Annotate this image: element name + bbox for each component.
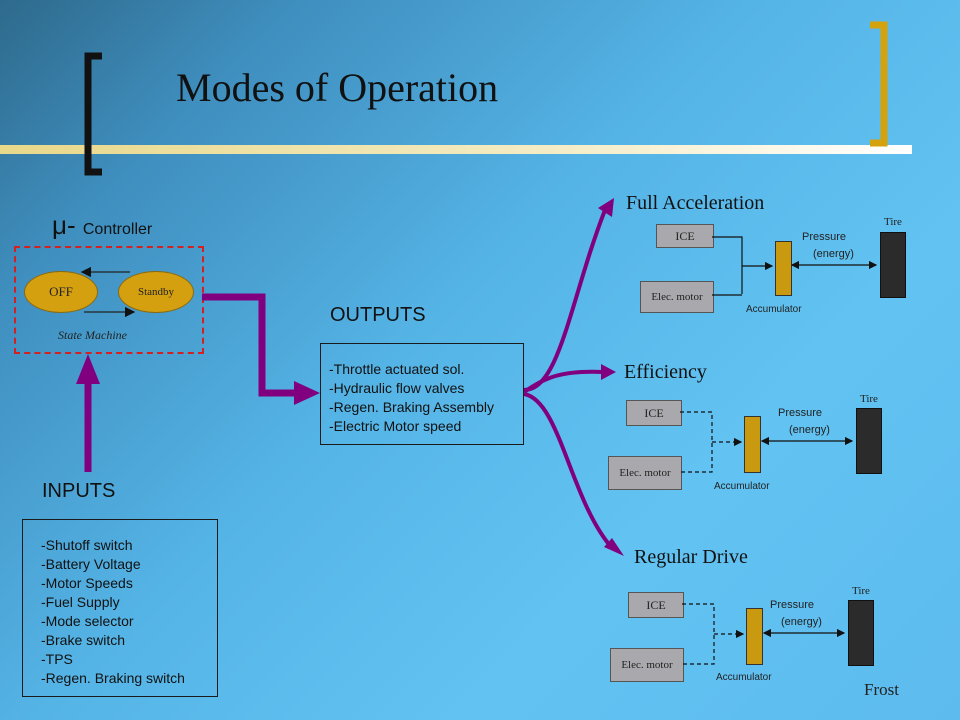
energy-label: (energy): [789, 424, 830, 436]
mode-title-full-acceleration: Full Acceleration: [626, 192, 765, 214]
input-item: -TPS: [41, 651, 73, 667]
arrowhead-efficiency: [601, 364, 616, 380]
energy-label: (energy): [813, 248, 854, 260]
elec-motor-box: Elec. motor: [640, 281, 714, 313]
tire-label: Tire: [884, 216, 902, 228]
tire-block: [856, 408, 882, 474]
ice-label: ICE: [675, 228, 695, 243]
ice-box: ICE: [626, 400, 682, 426]
outputs-box: -Throttle actuated sol. -Hydraulic flow …: [320, 343, 524, 445]
state-machine-caption: State Machine: [58, 328, 127, 342]
outputs-list: -Throttle actuated sol. -Hydraulic flow …: [329, 360, 494, 436]
inputs-list: -Shutoff switch -Battery Voltage -Motor …: [41, 536, 185, 688]
tire-block: [880, 232, 906, 298]
ice-box: ICE: [656, 224, 714, 248]
mode-title-regular-drive: Regular Drive: [634, 546, 748, 568]
tire-label: Tire: [860, 393, 878, 405]
elec-motor-label: Elec. motor: [619, 467, 671, 479]
standby-state: Standby: [118, 271, 194, 313]
output-item: -Hydraulic flow valves: [329, 380, 465, 396]
input-item: -Battery Voltage: [41, 556, 141, 572]
accumulator-label: Accumulator: [746, 304, 802, 315]
inputs-up-arrowhead: [76, 354, 100, 384]
pressure-label: Pressure: [770, 599, 815, 611]
standby-state-label: Standby: [137, 286, 175, 298]
elec-motor-box: Elec. motor: [608, 456, 682, 490]
elec-motor-box: Elec. motor: [610, 648, 684, 682]
input-item: -Regen. Braking switch: [41, 670, 185, 686]
tire-label: Tire: [852, 585, 870, 597]
off-state: OFF: [24, 271, 98, 313]
ice-label: ICE: [646, 597, 666, 612]
arrow-to-regular-drive: [523, 392, 614, 550]
ice-label: ICE: [644, 405, 664, 420]
controller-to-outputs-arrow: [202, 293, 298, 397]
elec-motor-label: Elec. motor: [651, 291, 703, 303]
ice-box: ICE: [628, 592, 684, 618]
output-item: -Regen. Braking Assembly: [329, 399, 494, 415]
outputs-heading: OUTPUTS: [330, 304, 426, 326]
controller-text: Controller: [82, 221, 153, 238]
footer-author: Frost: [864, 680, 899, 699]
arrowhead-full-acceleration: [598, 198, 614, 217]
controller-label: μ- Controller: [52, 210, 152, 241]
arrow-to-efficiency: [522, 369, 605, 394]
left-bracket: [84, 52, 102, 176]
input-item: -Fuel Supply: [41, 594, 120, 610]
input-item: -Shutoff switch: [41, 537, 133, 553]
inputs-box: -Shutoff switch -Battery Voltage -Motor …: [22, 519, 218, 697]
controller-to-outputs-arrowhead: [294, 381, 320, 405]
input-item: -Motor Speeds: [41, 575, 133, 591]
full-acceleration-lines: [712, 236, 878, 296]
right-bracket: [870, 21, 888, 147]
elec-motor-label: Elec. motor: [621, 659, 673, 671]
mode-title-efficiency: Efficiency: [624, 361, 707, 383]
accumulator-bar: [746, 608, 763, 665]
tire-block: [848, 600, 874, 666]
regular-drive-lines: [682, 603, 745, 665]
efficiency-lines: [680, 411, 743, 473]
input-item: -Mode selector: [41, 613, 134, 629]
arrowhead-regular-drive: [604, 538, 624, 556]
input-item: -Brake switch: [41, 632, 126, 648]
accumulator-label: Accumulator: [714, 481, 770, 492]
accumulator-bar: [744, 416, 761, 473]
title-underline-bar: [0, 145, 912, 154]
pressure-label: Pressure: [802, 231, 847, 243]
accumulator-label: Accumulator: [716, 672, 772, 683]
energy-label: (energy): [781, 616, 822, 628]
mu-symbol: μ-: [52, 210, 76, 240]
output-item: -Electric Motor speed: [329, 418, 462, 434]
off-state-label: OFF: [49, 284, 73, 299]
inputs-heading: INPUTS: [42, 480, 116, 502]
output-item: -Throttle actuated sol.: [329, 361, 465, 377]
page-title: Modes of Operation: [176, 65, 499, 110]
pressure-label: Pressure: [778, 407, 823, 419]
